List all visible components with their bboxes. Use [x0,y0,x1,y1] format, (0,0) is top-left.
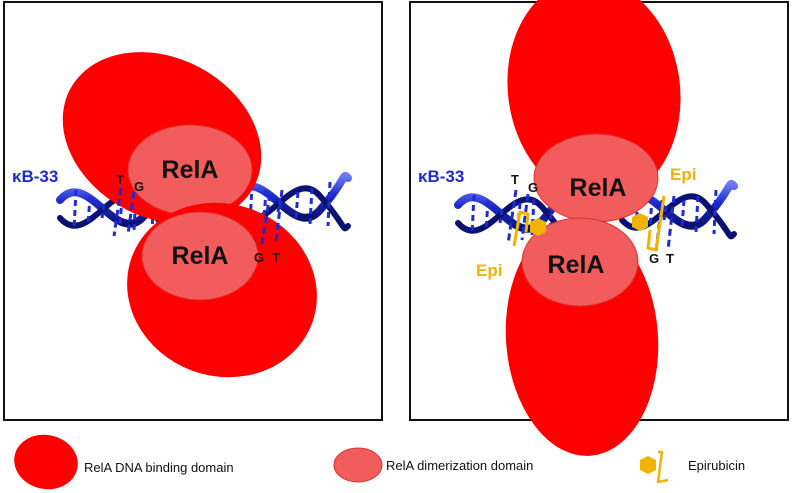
legend-dimerization-label: RelA dimerization domain [386,458,533,473]
left-base-pair-lines [112,187,284,245]
left-lower-rela-label: RelA [172,242,229,270]
legend-dna-binding-swatch [14,434,78,490]
right-epi-label-bottom: Epi [476,261,502,280]
right-upper-rela-label: RelA [570,174,627,202]
left-base-g-bottom: G [254,250,264,265]
right-dna-label: κB-33 [418,167,464,186]
legend: RelA DNA binding domain RelA dimerizatio… [14,434,745,490]
left-base-g-top: G [134,179,144,194]
right-base-t-top: T [511,172,519,187]
right-base-t-bottom: T [666,251,674,266]
right-epirubicin-left [512,210,546,247]
right-lower-rela-label: RelA [548,251,605,279]
legend-dna-binding-label: RelA DNA binding domain [84,460,234,475]
left-upper-rela-label: RelA [162,156,219,184]
legend-epirubicin-icon [640,450,669,484]
left-base-t-bottom: T [272,250,280,265]
left-dna-label: κB-33 [12,167,58,186]
left-base-t-top: T [116,172,124,187]
legend-dimerization-swatch [333,447,383,483]
right-base-g-top: G [528,180,538,195]
right-lower-dimerization-domain [521,217,639,307]
right-base-g-bottom: G [649,251,659,266]
right-epirubicin-right [632,195,666,252]
right-epi-label-top: Epi [670,165,696,184]
legend-epirubicin-label: Epirubicin [688,458,745,473]
left-lower-dimerization-domain [141,211,259,301]
